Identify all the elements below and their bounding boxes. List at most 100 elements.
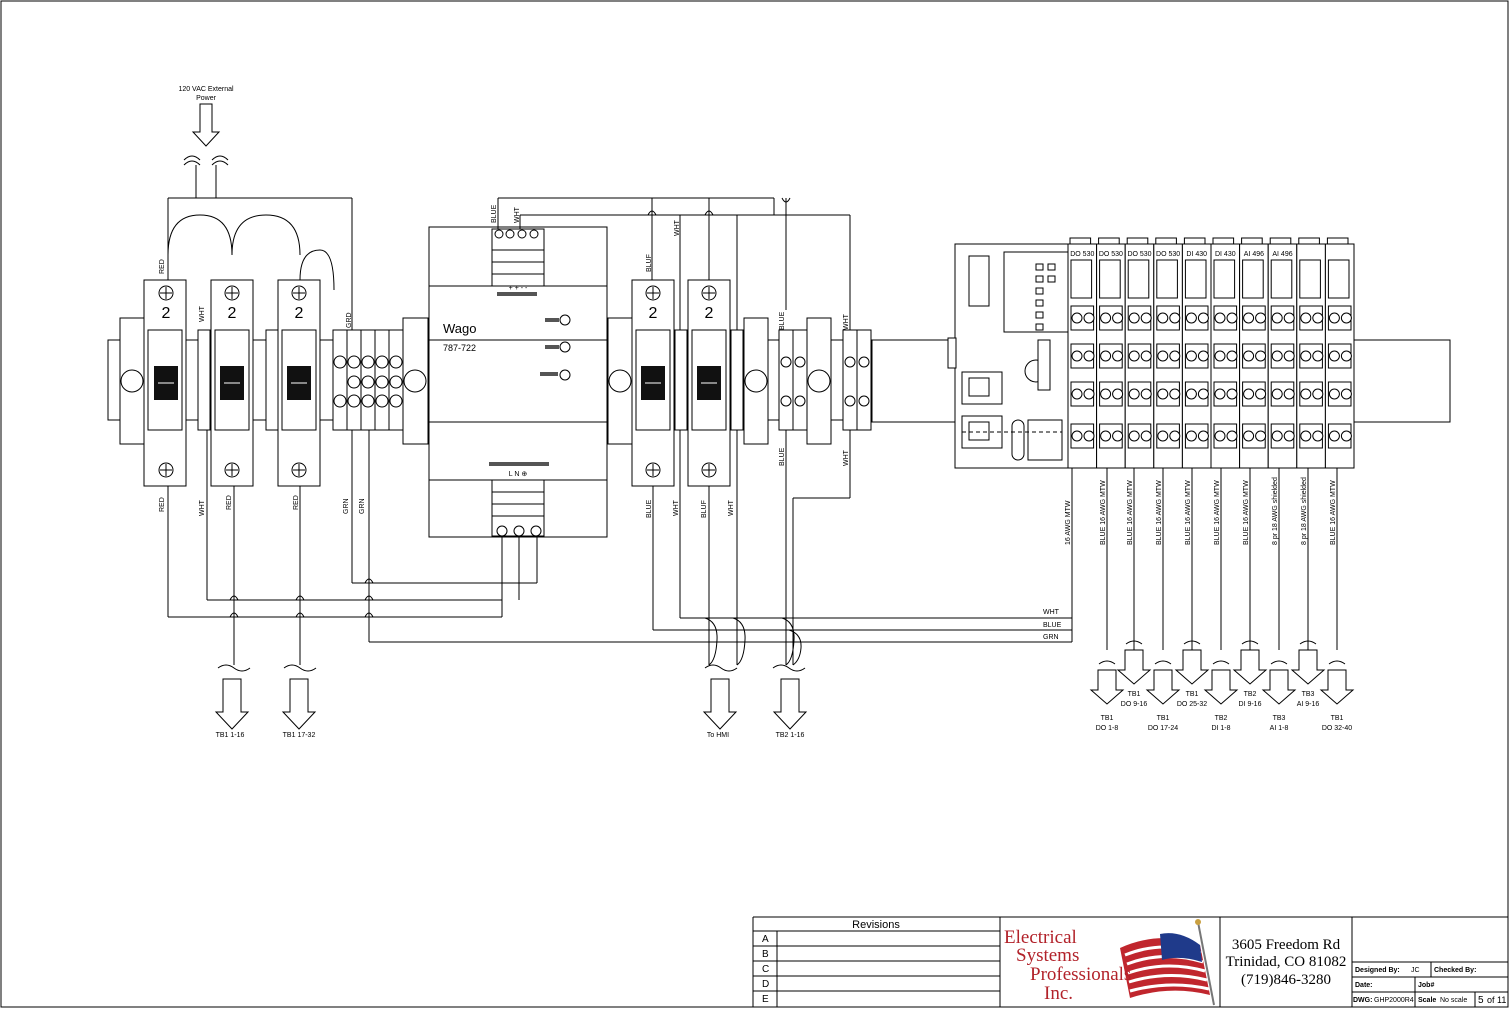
terminal-icon: [1083, 430, 1095, 442]
output-arrow: [702, 678, 738, 730]
output-arrow: [1174, 649, 1210, 685]
lower-wiring: WHT BLUE GRN: [167, 430, 1073, 666]
terminal-icon: [1128, 388, 1140, 400]
terminal-icon: [1243, 430, 1255, 442]
terminal-icon: [1300, 430, 1312, 442]
psu-model: 787-722: [443, 343, 476, 353]
terminal-icon: [1312, 430, 1324, 442]
scale-value: No scale: [1440, 997, 1467, 1004]
terminal-icon: [1340, 312, 1352, 324]
io-module-label: DO 530: [1127, 251, 1151, 258]
output-tb-label: TB1: [1331, 715, 1344, 722]
wire-label-wht: WHT: [674, 219, 681, 236]
terminal-icon: [1255, 430, 1267, 442]
terminal-icon: [1169, 388, 1181, 400]
wire-label-bluf: BLUF: [701, 500, 708, 518]
terminal-icon: [1128, 430, 1140, 442]
terminal-icon: [1100, 388, 1112, 400]
terminal-icon: [1226, 388, 1238, 400]
output-label: To HMI: [707, 732, 729, 739]
terminal-icon: [1340, 430, 1352, 442]
breaker-rating: 2: [649, 305, 658, 322]
io-module-slot: [1296, 237, 1326, 469]
io-module-slot: DO 530: [1067, 237, 1098, 469]
io-wire-label: BLUE 16 AWG MTW: [1243, 480, 1250, 545]
output-arrow: [1319, 669, 1355, 705]
terminal-icon: [1283, 388, 1295, 400]
io-wire-label: BLUE 16 AWG MTW: [1127, 480, 1134, 545]
terminal-icon: [1083, 350, 1095, 362]
output-label: TB2 1-16: [776, 732, 805, 739]
terminal-icon: [1157, 350, 1169, 362]
io-wire-label: 16 AWG MTW: [1065, 500, 1072, 545]
terminal-icon: [1214, 430, 1226, 442]
wire-label-wht: WHT: [673, 499, 680, 516]
output-tb-label: TB1: [1157, 715, 1170, 722]
terminal-icon: [1140, 430, 1152, 442]
wire-label-red: RED: [159, 497, 166, 512]
terminal-icon: [1283, 312, 1295, 324]
io-module-label: AI 496: [1244, 251, 1264, 258]
output-tb-label: TB1: [1186, 691, 1199, 698]
power-cable-break: [183, 155, 229, 166]
terminal-icon: [1157, 430, 1169, 442]
output-range-label: DO 17-24: [1148, 725, 1178, 732]
terminal-icon: [1283, 430, 1295, 442]
terminal-icon: [1157, 388, 1169, 400]
output-range-label: AI 1-8: [1270, 725, 1289, 732]
power-source: 120 VAC External Power: [167, 86, 353, 330]
terminal-icon: [1100, 350, 1112, 362]
terminal-icon: [1243, 388, 1255, 400]
output-label: TB1 17-32: [283, 732, 316, 739]
dwg-label: DWG:: [1353, 997, 1372, 1004]
terminal-icon: [1328, 312, 1340, 324]
io-module-label: DI 430: [1186, 251, 1207, 258]
terminal-icon: [1071, 350, 1083, 362]
output-tb-label: TB1: [1128, 691, 1141, 698]
terminal-icon: [1226, 350, 1238, 362]
company-name-line1: Electrical: [1004, 927, 1077, 948]
terminal-icon: [1071, 388, 1083, 400]
jumper-wires: [167, 214, 335, 291]
output-arrow: [281, 678, 317, 730]
wire-label-wht: WHT: [843, 449, 850, 466]
output-tb-label: TB3: [1273, 715, 1286, 722]
terminal-icon: [1214, 312, 1226, 324]
sheet-of: of 11: [1487, 995, 1506, 1005]
revisions-header: Revisions: [852, 919, 900, 931]
wire-label-wht: WHT: [728, 499, 735, 516]
company-name-line3: Professionals: [1030, 964, 1131, 985]
company-phone: (719)846-3280: [1241, 972, 1331, 988]
terminal-icon: [1255, 312, 1267, 324]
output-arrow: [214, 678, 250, 730]
psu-output-terminal: [491, 228, 545, 287]
wire-label-blue: BLUE: [779, 311, 786, 330]
output-range-label: DI 1-8: [1211, 725, 1230, 732]
terminal-icon: [1140, 350, 1152, 362]
terminal-icon: [1226, 312, 1238, 324]
io-wire-label: BLUE 16 AWG MTW: [1185, 480, 1192, 545]
terminal-icon: [1283, 350, 1295, 362]
terminal-icon: [1197, 388, 1209, 400]
output-tb-label: TB3: [1302, 691, 1315, 698]
terminal-icon: [1100, 312, 1112, 324]
wire-label-grn: GRN: [359, 498, 366, 514]
terminal-icon: [1255, 350, 1267, 362]
wire-label-wht: WHT: [843, 313, 850, 330]
terminal-icon: [1300, 388, 1312, 400]
terminal-icon: [1112, 430, 1124, 442]
sheet-number: 5: [1478, 995, 1484, 1006]
terminal-icon: [1328, 430, 1340, 442]
terminal-icon: [1340, 388, 1352, 400]
psu-output-wiring: WHT BLUF BLUE WHT: [497, 197, 851, 330]
output-range-label: DO 25-32: [1177, 701, 1207, 708]
output-arrow: [1232, 649, 1268, 685]
breaker-rating: 2: [295, 305, 304, 322]
bus-label-blue: BLUE: [1043, 622, 1062, 629]
wire-label-wht: WHT: [199, 499, 206, 516]
terminal-icon: [1255, 388, 1267, 400]
terminal-icon: [1083, 312, 1095, 324]
terminal-icon: [1112, 312, 1124, 324]
company-logo: Electrical Systems Professionals Inc.: [1004, 919, 1215, 1006]
